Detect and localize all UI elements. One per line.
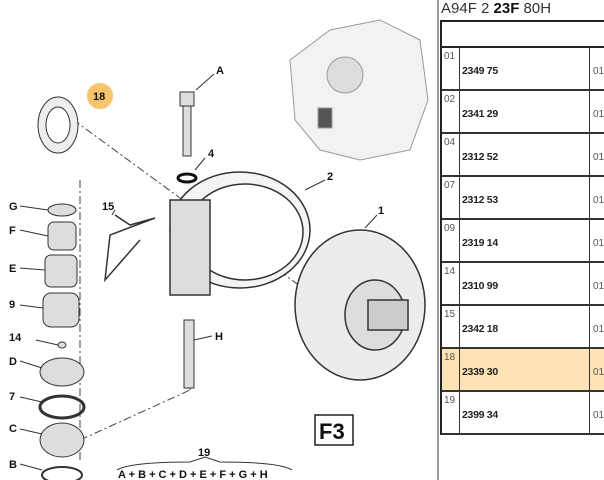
label-e[interactable]: E: [9, 263, 16, 275]
quantity: 01: [593, 152, 604, 163]
label-9[interactable]: 9: [9, 299, 15, 311]
part-1-drum: [294, 229, 426, 381]
label-1[interactable]: 1: [378, 205, 384, 217]
label-2[interactable]: 2: [327, 171, 333, 183]
label-15[interactable]: 15: [102, 201, 114, 213]
gearbox-thumbnail: [289, 19, 429, 161]
figure-id-box: [314, 414, 354, 446]
row-index: 04: [442, 134, 460, 175]
kit-formula: A + B + C + D + E + F + G + H: [118, 469, 268, 480]
row-index: 07: [442, 177, 460, 218]
row-index: 15: [442, 306, 460, 347]
model-code-title: A94F 2 23F 80H: [441, 0, 551, 17]
row-index: 19: [442, 392, 460, 433]
code-bold: 23F: [493, 0, 520, 17]
part-c: [39, 422, 85, 458]
label-b[interactable]: B: [9, 459, 17, 471]
part-reference[interactable]: 2319 14: [460, 220, 590, 261]
label-19[interactable]: 19: [198, 447, 210, 459]
part-f: [47, 221, 77, 251]
label-14[interactable]: 14: [9, 332, 22, 344]
table-header: [442, 20, 604, 48]
label-d[interactable]: D: [9, 356, 17, 368]
part-reference[interactable]: 2349 75: [460, 48, 590, 89]
quantity: 01: [593, 367, 604, 378]
part-a-bolt: [179, 91, 195, 157]
part-g: [47, 203, 77, 217]
quantity: 01: [593, 195, 604, 206]
part-18-plate: [37, 96, 79, 154]
row-index: 18: [442, 349, 460, 390]
label-f[interactable]: F: [9, 225, 16, 237]
part-reference[interactable]: 2399 34: [460, 392, 590, 433]
label-h[interactable]: H: [215, 331, 223, 343]
part-reference[interactable]: 2312 52: [460, 134, 590, 175]
part-h-pin: [183, 319, 195, 389]
quantity: 01: [593, 238, 604, 249]
part-9: [42, 292, 80, 328]
part-reference[interactable]: 2341 29: [460, 91, 590, 132]
part-b: [41, 466, 83, 480]
part-reference[interactable]: 2342 18: [460, 306, 590, 347]
label-7[interactable]: 7: [9, 391, 15, 403]
part-e: [44, 254, 78, 288]
row-index: 09: [442, 220, 460, 261]
part-d: [39, 357, 85, 387]
code-prefix: A94F 2: [441, 0, 494, 17]
label-a[interactable]: A: [216, 65, 224, 77]
label-4[interactable]: 4: [208, 148, 215, 160]
label-18[interactable]: 18: [93, 91, 105, 103]
part-7-oring: [38, 394, 86, 420]
code-suffix: 80H: [519, 0, 552, 17]
exploded-parts-diagram: 18 A 4 2 1 15 G F E 9 14 D 7 C B H 19 A …: [9, 0, 439, 480]
quantity: 01: [593, 410, 604, 421]
label-c[interactable]: C: [9, 423, 17, 435]
quantity: 01: [593, 281, 604, 292]
row-index: 14: [442, 263, 460, 304]
part-reference[interactable]: 2312 53: [460, 177, 590, 218]
part-4-oring: [176, 172, 198, 184]
quantity: 01: [593, 109, 604, 120]
part-15-spring: [103, 214, 156, 283]
quantity: 01: [593, 66, 604, 77]
row-index: 01: [442, 48, 460, 89]
row-index: 02: [442, 91, 460, 132]
part-reference[interactable]: 2339 30: [460, 349, 590, 390]
part-reference[interactable]: 2310 99: [460, 263, 590, 304]
quantity: 01: [593, 324, 604, 335]
figure-id: F3: [319, 419, 345, 444]
part-2-brake-band: [169, 171, 311, 296]
label-g[interactable]: G: [9, 201, 18, 213]
callout-18-highlight: [87, 83, 113, 109]
part-14: [57, 341, 67, 349]
